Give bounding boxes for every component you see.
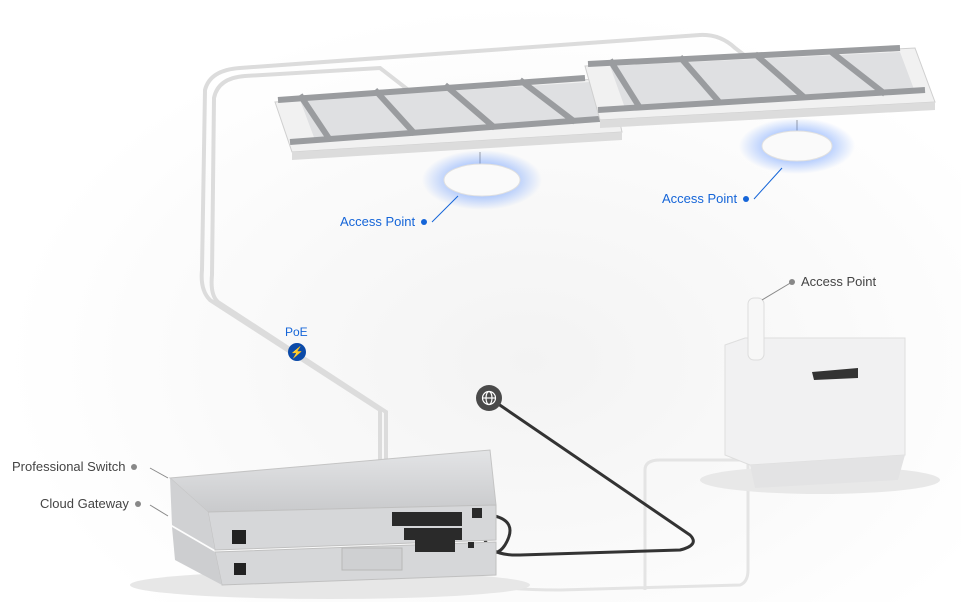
label-dot [134,500,141,507]
access-point-label-1: Access Point [340,214,428,229]
lightning-bolt-icon: ⚡ [288,343,306,361]
poe-label: PoE [285,325,308,339]
cloud-gateway-label-text: Cloud Gateway [40,496,129,511]
access-point-ceiling-1 [422,150,542,210]
label-dot [131,463,138,470]
professional-switch-label-text: Professional Switch [12,459,126,474]
label-dot [743,195,750,202]
internet-cable [483,395,695,557]
poe-cable [199,32,792,520]
globe-icon [476,385,502,411]
access-point-label-text: Access Point [340,214,416,229]
cloud-gateway-label: Cloud Gateway [40,496,141,511]
switch-stack [130,449,530,599]
access-point-label-text: Access Point [662,191,738,206]
access-point-ceiling-2 [739,118,855,174]
access-point-enclosure [700,297,940,494]
ceiling-panel-left [274,75,623,160]
professional-switch-label: Professional Switch [12,459,138,474]
access-point-label-3: Access Point [789,274,876,289]
access-point-label-2: Access Point [662,191,750,206]
ceiling-panel-right [584,45,936,128]
label-dot [421,218,428,225]
access-point-label-text: Access Point [801,274,877,289]
label-dot [789,278,795,285]
